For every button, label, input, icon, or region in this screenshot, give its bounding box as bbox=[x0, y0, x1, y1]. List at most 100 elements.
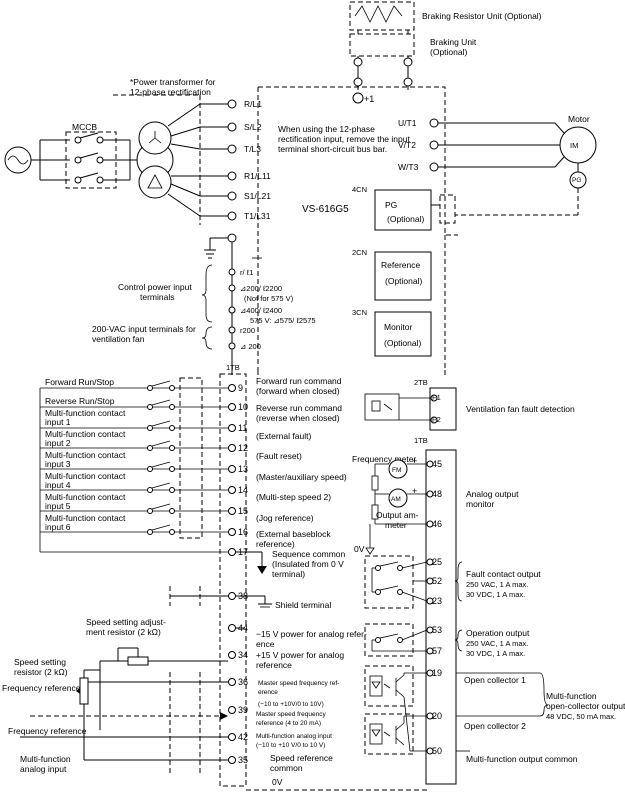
braking-unit: Braking Unit (Optional) bbox=[349, 30, 477, 57]
speed-adj-label: Speed setting adjust- bbox=[86, 617, 166, 627]
desc-16: (External baseblock bbox=[256, 529, 331, 539]
term-12: 12 bbox=[238, 443, 248, 453]
card-mon-sub: (Optional) bbox=[384, 338, 421, 348]
desc-12: (Fault reset) bbox=[256, 451, 302, 461]
tb1-label: 1TB bbox=[226, 363, 240, 372]
desc-36c: (−10 to +10V/0 to 10V) bbox=[258, 701, 324, 708]
desc-42b: (−10 to +10 V/0 to 10 V) bbox=[256, 742, 325, 749]
analog-output-label: Analog output bbox=[466, 489, 519, 499]
mf-input-2b: input 2 bbox=[45, 438, 71, 448]
desc-9b: (forward when closed) bbox=[256, 386, 340, 396]
cp-r200: r200 bbox=[240, 326, 255, 335]
mf-input-5: Multi-function contact bbox=[45, 492, 126, 502]
motor-im: IM bbox=[570, 141, 578, 150]
shield-wiring bbox=[169, 586, 272, 608]
term-10: 10 bbox=[238, 402, 248, 412]
fm-label: FM bbox=[392, 467, 401, 474]
rev-run-stop: Reverse Run/Stop bbox=[45, 396, 115, 406]
analog-meters: FM AM + + bbox=[365, 456, 430, 555]
operation-contact bbox=[364, 623, 428, 657]
mf-input-4b: input 4 bbox=[45, 480, 71, 490]
tb1-block bbox=[219, 373, 247, 787]
zero-v-left-label: 0V bbox=[354, 544, 365, 554]
cp-t3: ⊿400/ ℓ2400 bbox=[240, 306, 282, 315]
output-terminals: U/T1 V/T2 W/T3 bbox=[398, 118, 555, 172]
desc-17c: terminal) bbox=[272, 569, 305, 579]
freq-meter-label: Frequency meter bbox=[352, 454, 416, 464]
term-20: 20 bbox=[432, 711, 442, 721]
oc1-label: Open collector 1 bbox=[464, 675, 526, 685]
tb1-right-label: 1TB bbox=[414, 436, 428, 445]
fault-contacts bbox=[364, 555, 428, 609]
left-input-wiring bbox=[39, 377, 228, 553]
terminal-v-t2: V/T2 bbox=[398, 140, 416, 150]
card-mon-title: Monitor bbox=[384, 322, 413, 332]
card-4cn: 4CN bbox=[352, 185, 367, 194]
input-switches bbox=[147, 380, 175, 535]
freq-ref-label-1: Frequency reference bbox=[2, 683, 81, 693]
op-out-label: Operation output bbox=[466, 628, 530, 638]
op-out-ac: 250 VAC, 1 A max. bbox=[466, 639, 528, 648]
tb2-label: 2TB bbox=[414, 378, 428, 387]
term-46: 46 bbox=[432, 519, 442, 529]
mf-input-3b: input 3 bbox=[45, 459, 71, 469]
mf-input-4: Multi-function contact bbox=[45, 471, 126, 481]
desc-35b: common bbox=[270, 763, 303, 773]
card-3cn: 3CN bbox=[352, 308, 367, 317]
motor: Motor IM PG bbox=[455, 114, 597, 216]
fault-out-dc: 30 VDC, 1 A max. bbox=[466, 590, 525, 599]
desc-17: Sequence common bbox=[272, 549, 346, 559]
plus-am: + bbox=[412, 486, 417, 496]
term-35: 35 bbox=[238, 755, 248, 765]
desc-34b: reference bbox=[256, 660, 292, 670]
term-36: 36 bbox=[238, 677, 248, 687]
fan-fault-block: F1 F2 bbox=[364, 387, 457, 431]
power-transformer-label-2: 12-phase rectification bbox=[130, 87, 211, 97]
term-23: 23 bbox=[432, 596, 442, 606]
mf-input-5b: input 5 bbox=[45, 501, 71, 511]
sequence-common-arrow bbox=[236, 551, 267, 574]
twelve-phase-note: When using the 12-phase bbox=[278, 124, 375, 134]
zero-v-label: 0V bbox=[272, 777, 283, 787]
desc-36: Master speed frequency ref- bbox=[258, 680, 339, 687]
term-52: 52 bbox=[432, 576, 442, 586]
mf-common-label: Multi-function output common bbox=[466, 754, 578, 764]
term-42: 42 bbox=[238, 732, 248, 742]
cp-t1: r/ ℓ1 bbox=[240, 268, 253, 277]
f2-label: F2 bbox=[432, 415, 441, 424]
term-15: 15 bbox=[238, 506, 248, 516]
braking-unit-optional: (Optional) bbox=[430, 47, 467, 57]
braking-unit-label: Braking Unit bbox=[430, 37, 477, 47]
ac-source bbox=[4, 139, 70, 181]
term-34: 34 bbox=[238, 650, 248, 660]
main-input-terminals: R/L1 S/L2 T/L3 R1/L11 S1/L21 T1/L31 bbox=[200, 99, 271, 221]
desc-15: (Jog reference) bbox=[256, 513, 314, 523]
control-frame bbox=[246, 370, 446, 791]
terminal-r-l1: R/L1 bbox=[244, 99, 262, 109]
terminal-t1-l31: T1/L31 bbox=[244, 211, 271, 221]
mf-analog-label-2: analog input bbox=[20, 764, 67, 774]
analog-output-label-2: monitor bbox=[466, 499, 495, 509]
open-collector-2 bbox=[364, 713, 427, 755]
term-48: 48 bbox=[432, 489, 442, 499]
ventilation-label-2: ventilation fan bbox=[92, 334, 145, 344]
ventilation-label: 200-VAC input terminals for bbox=[92, 324, 196, 334]
term-25: 25 bbox=[432, 557, 442, 567]
am-label: AM bbox=[391, 496, 401, 503]
desc-35: Speed reference bbox=[270, 753, 333, 763]
control-power-terminals: Control power input terminals r/ ℓ1 ⊿200… bbox=[92, 264, 316, 351]
desc-11: (External fault) bbox=[256, 431, 311, 441]
fault-out-ac: 250 VAC, 1 A max. bbox=[466, 580, 528, 589]
twelve-phase-note-2: rectification input, remove the input bbox=[278, 134, 410, 144]
desc-10: Reverse run command bbox=[256, 403, 342, 413]
f1-label: F1 bbox=[432, 393, 441, 402]
model-label: VS-616G5 bbox=[302, 204, 349, 215]
option-card-pg: 4CN PG (Optional) bbox=[352, 185, 456, 231]
plus-fm: + bbox=[412, 456, 417, 466]
braking-resistor-label: Braking Resistor Unit (Optional) bbox=[422, 11, 542, 21]
control-power-label-2: terminals bbox=[140, 292, 174, 302]
dc-bus-terminals: +1 bbox=[352, 56, 413, 104]
desc-38: Shield terminal bbox=[275, 600, 331, 610]
op-out-dc: 30 VDC, 1 A max. bbox=[466, 649, 525, 658]
oc-output-lines bbox=[456, 672, 540, 752]
